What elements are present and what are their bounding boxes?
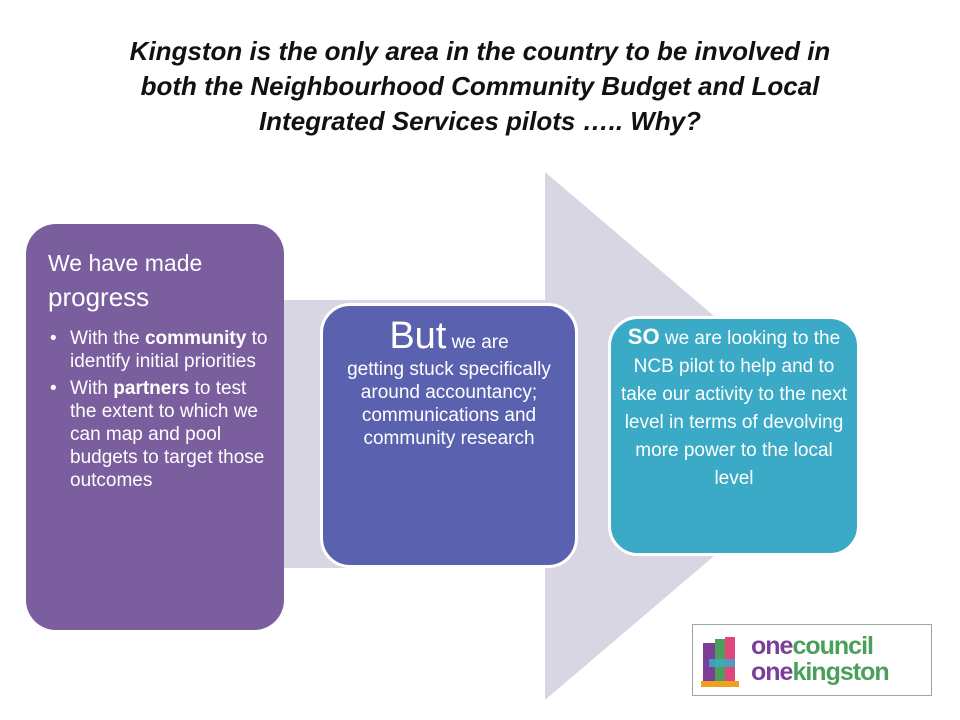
- so-box: SO we are looking to the NCB pilot to he…: [608, 316, 860, 556]
- progress-bullet-community: With the community to identify initial p…: [50, 327, 270, 373]
- slide-title: Kingston is the only area in the country…: [10, 34, 950, 139]
- title-line-3: Integrated Services pilots ….. Why?: [258, 106, 702, 136]
- stuck-lead-big: But: [389, 315, 447, 357]
- logo-one: one: [751, 632, 793, 660]
- logo-word-onecouncil: onecouncil: [751, 632, 874, 660]
- numeral-one-logo-icon: [701, 637, 739, 687]
- progress-heading-small: We have made: [48, 250, 203, 276]
- bullet-bold: community: [144, 328, 247, 349]
- bullet-text: to identify initial priorities: [70, 328, 268, 372]
- progress-box: We have made progress With the community…: [26, 224, 284, 630]
- progress-bullet-partners: With partners to test the extent to whic…: [50, 377, 270, 492]
- bullet-bold: partners: [113, 378, 190, 399]
- bullet-text: With: [70, 378, 114, 399]
- logo-word-onekingston: onekingston: [751, 658, 890, 686]
- logo-one: one: [751, 658, 793, 686]
- bullet-text: to test the extent to which we can map a…: [70, 378, 265, 491]
- logo-council: council: [792, 632, 874, 660]
- stuck-box: But we are getting stuck specifically ar…: [320, 303, 578, 568]
- progress-heading-big: progress: [48, 282, 150, 312]
- progress-bullet-list: With the community to identify initial p…: [48, 327, 270, 492]
- bullet-text: With the: [70, 328, 145, 349]
- so-body: we are looking to the NCB pilot to help …: [621, 328, 848, 489]
- stuck-lead: But we are: [337, 314, 561, 358]
- stuck-body: getting stuck specifically around accoun…: [347, 359, 551, 449]
- title-line-2: both the Neighbourhood Community Budget …: [140, 71, 820, 101]
- title-line-1: Kingston is the only area in the country…: [129, 36, 831, 66]
- logo-kingston: kingston: [792, 658, 889, 686]
- stuck-lead-small: we are: [446, 332, 509, 353]
- one-council-one-kingston-logo: onecouncil onekingston: [692, 624, 932, 696]
- progress-heading: We have made progress: [48, 246, 270, 315]
- so-lead: SO: [627, 324, 660, 349]
